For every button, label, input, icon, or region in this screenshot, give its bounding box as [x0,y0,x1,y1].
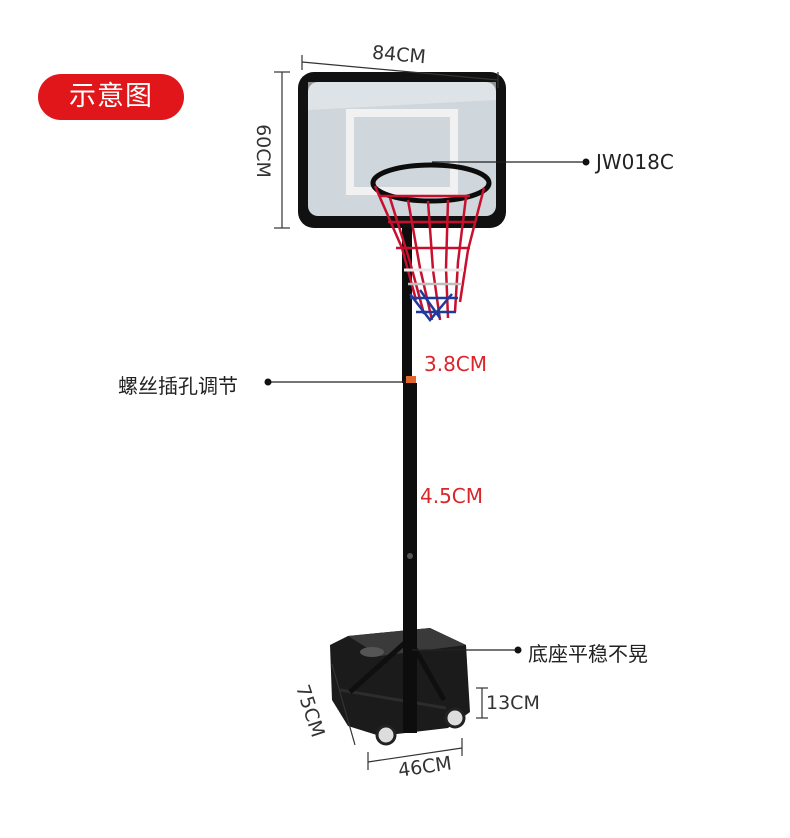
lower-pole-diameter: 4.5CM [420,484,484,508]
callout-leaders [270,161,584,651]
adjust-callout: 螺丝插孔调节 [118,374,238,398]
board-height-label: 60CM [251,124,274,178]
base-dot [514,646,522,654]
dimension-lines [274,55,499,770]
upper-pole-diameter: 3.8CM [424,352,488,376]
model-label: JW018C [596,150,674,174]
pole [402,228,417,733]
wheel-left [375,724,397,746]
wheel-right [444,707,466,729]
base-height-label: 13CM [486,692,540,714]
base-callout: 底座平稳不晃 [528,642,648,666]
backboard [298,72,506,228]
base [330,628,470,746]
hoop [370,162,492,322]
adjust-dot [264,378,272,386]
diagram-badge: 示意图 [38,74,184,120]
model-dot [582,158,590,166]
board-width-label: 84CM [371,41,427,69]
